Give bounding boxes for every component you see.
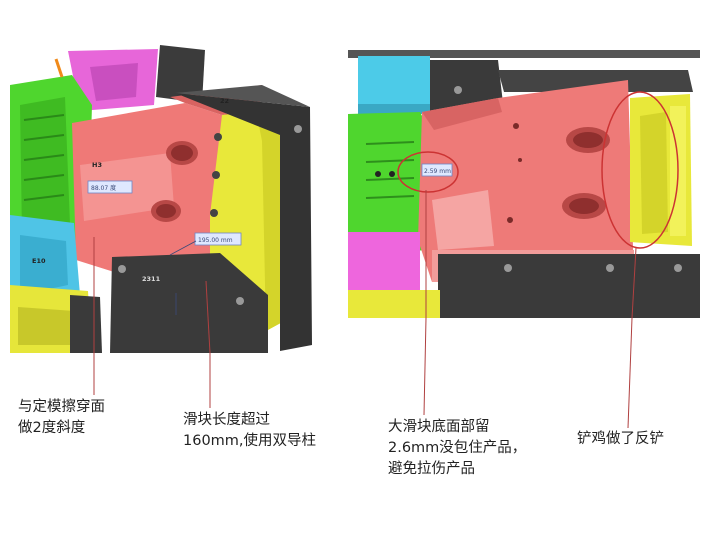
angle-readout-text: 88.07 度: [91, 184, 116, 192]
gap-readout: [421, 163, 453, 177]
base-plate: [110, 253, 268, 353]
caption-slider-gap: 大滑块底面部留 2.6mm没包住产品， 避免拉伤产品: [388, 419, 527, 477]
pink-part: [348, 232, 420, 290]
right-mold-drawing: 2.59 mm: [348, 50, 700, 318]
tag-22: 22: [220, 97, 229, 105]
base-plate: [438, 254, 700, 318]
tag-h3: H3: [92, 161, 102, 169]
right-plate: [175, 93, 312, 351]
leader-line-slider: [205, 280, 211, 353]
caption-double-guide: 滑块长度超过 160mm,使用双导柱: [183, 412, 317, 449]
left-mold-view: 88.07 度 195.00 mm H3 E10 22 2311: [10, 45, 322, 353]
yellow-part-left: [348, 290, 440, 318]
top-plate: [156, 45, 205, 103]
caption-reverse-wedge: 铲鸡做了反铲: [577, 431, 664, 447]
gap-readout-text: 2.59 mm: [424, 168, 451, 175]
plate-label-a: 2311: [142, 275, 161, 283]
gap-highlight-circle: [397, 151, 459, 193]
right-mold-view: 2.59 mm: [348, 50, 700, 318]
left-mold-drawing: 88.07 度 195.00 mm H3 E10 22 2311: [10, 45, 312, 353]
green-insert: [348, 112, 430, 254]
wedge-highlight-circle: [601, 91, 679, 249]
length-readout: [194, 232, 242, 246]
length-readout-text: 195.00 mm: [198, 237, 233, 244]
leader-line-wedge: [631, 247, 637, 318]
tag-e10: E10: [32, 257, 46, 265]
angle-readout: [87, 180, 133, 194]
caption-draft-angle: 与定模擦穿面 做2度斜度: [18, 399, 105, 436]
